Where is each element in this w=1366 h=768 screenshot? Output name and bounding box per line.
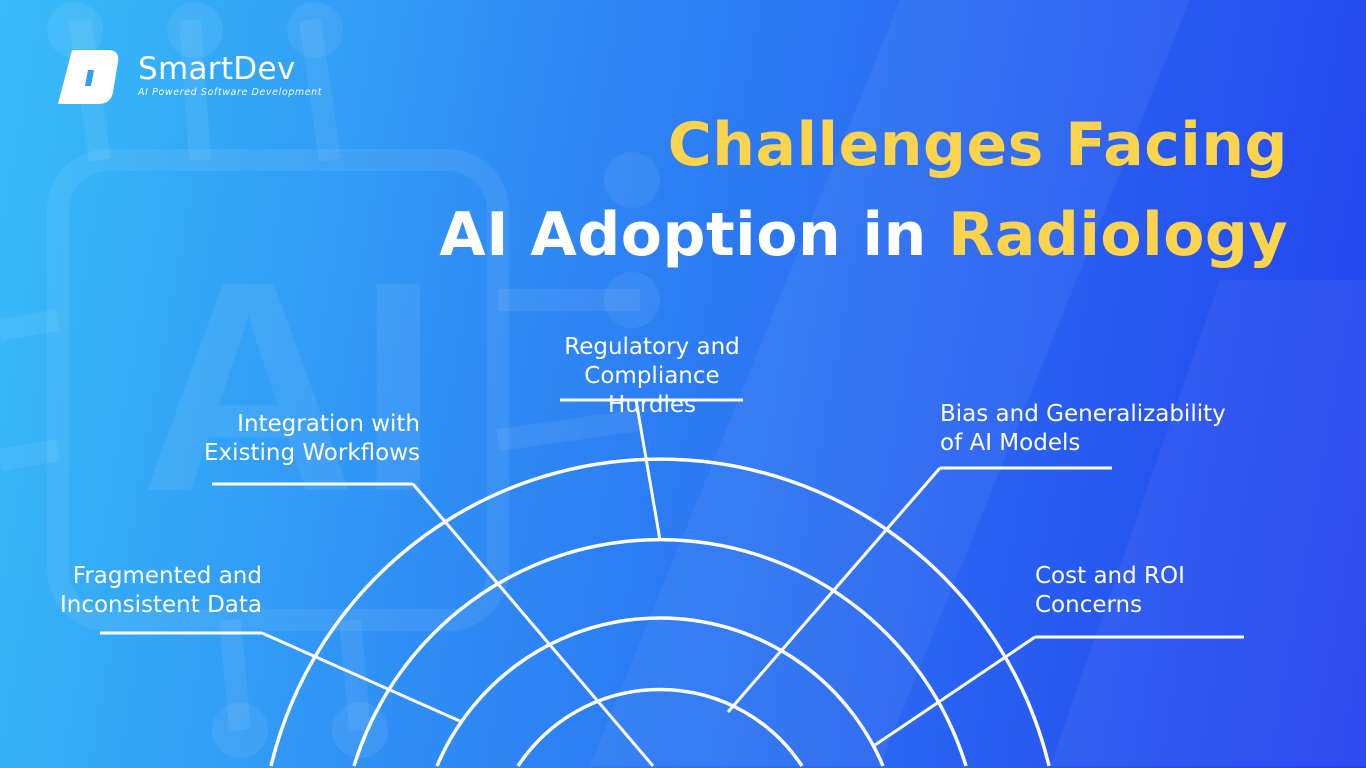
- arc-ring-4: [516, 687, 804, 767]
- arc-ring-2: [352, 537, 968, 767]
- title-line-2: AI Adoption in Radiology: [439, 190, 1288, 280]
- label-line: Compliance Hurdles: [584, 363, 720, 418]
- chip-outline: [47, 149, 509, 631]
- connector-cost: [874, 635, 1036, 747]
- arc-ring-1: [269, 457, 1051, 767]
- label-line: Inconsistent Data: [59, 592, 262, 618]
- title-white: AI Adoption in: [439, 200, 927, 270]
- connector-integration: [411, 483, 655, 767]
- challenge-bias: Bias and Generalizability of AI Models: [940, 400, 1226, 458]
- label-line: Integration with: [237, 411, 420, 437]
- label-line: Regulatory and: [564, 334, 740, 360]
- logo: SmartDev AI Powered Software Development: [58, 50, 322, 104]
- brand-tagline: AI Powered Software Development: [138, 87, 323, 98]
- connector-bias: [726, 467, 942, 713]
- challenge-regulatory: Regulatory and Compliance Hurdles: [538, 333, 766, 420]
- smartdev-logo-icon: [58, 50, 119, 104]
- arc-ring-3: [435, 616, 885, 767]
- label-line: Existing Workflows: [203, 440, 420, 466]
- title-highlight: Radiology: [948, 200, 1288, 270]
- challenge-integration: Integration with Existing Workflows: [150, 410, 420, 468]
- title-line-1: Challenges Facing: [667, 110, 1288, 180]
- label-line: Concerns: [1035, 592, 1143, 618]
- label-line: Fragmented and: [72, 563, 262, 589]
- connector-regulatory: [634, 399, 662, 541]
- challenge-fragmented: Fragmented and Inconsistent Data: [0, 562, 262, 620]
- label-line: Cost and ROI: [1035, 563, 1185, 589]
- ai-watermark: AI: [140, 218, 440, 554]
- connector-fragmented: [261, 631, 463, 724]
- challenge-cost: Cost and ROI Concerns: [1035, 562, 1185, 620]
- label-line: Bias and Generalizability: [940, 401, 1226, 427]
- brand-name: SmartDev: [138, 51, 296, 87]
- label-line: of AI Models: [940, 430, 1081, 456]
- page-title: Challenges Facing AI Adoption in Radiolo…: [439, 100, 1288, 280]
